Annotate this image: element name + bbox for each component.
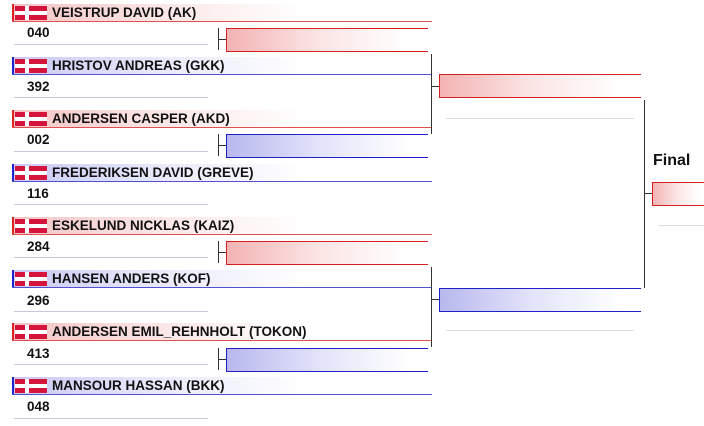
bracket-connector <box>431 54 432 134</box>
competitor-code: 040 <box>27 25 50 40</box>
competitor-code: 116 <box>27 186 49 201</box>
competitor-name: VEISTRUP DAVID (AK) <box>52 5 197 20</box>
competitor-name-bar[interactable]: MANSOUR HASSAN (BKK) <box>12 377 432 395</box>
match-result-box[interactable] <box>226 241 428 265</box>
bracket-connector <box>431 86 439 87</box>
denmark-flag-icon <box>15 325 47 339</box>
competitor-name: HRISTOV ANDREAS (GKK) <box>52 58 225 73</box>
competitor-code: 048 <box>27 399 50 414</box>
bracket-connector <box>431 299 439 300</box>
competitor-name: ESKELUND NICKLAS (KAIZ) <box>52 218 235 233</box>
match-result-box[interactable] <box>226 134 428 158</box>
divider <box>446 330 634 331</box>
match-result-box[interactable] <box>226 348 428 372</box>
denmark-flag-icon <box>15 166 47 180</box>
bracket-connector <box>218 252 226 253</box>
competitor-name-bar[interactable]: FREDERIKSEN DAVID (GREVE) <box>12 164 432 182</box>
bracket-connector <box>431 267 432 347</box>
semifinal-result-box[interactable] <box>439 288 641 312</box>
denmark-flag-icon <box>15 112 47 126</box>
denmark-flag-icon <box>15 219 47 233</box>
competitor-code: 413 <box>27 346 50 361</box>
bracket-connector <box>218 145 226 146</box>
competitor-code: 296 <box>27 293 50 308</box>
bracket-connector <box>644 193 652 194</box>
bracket-connector <box>644 100 645 288</box>
competitor-name: FREDERIKSEN DAVID (GREVE) <box>52 165 254 180</box>
divider <box>659 225 704 226</box>
competitor-name-bar[interactable]: ANDERSEN EMIL_REHNHOLT (TOKON) <box>12 323 432 341</box>
bracket-connector <box>218 39 226 40</box>
final-result-box[interactable] <box>652 182 704 206</box>
divider <box>14 204 208 205</box>
competitor-code: 002 <box>27 132 50 147</box>
competitor-code: 392 <box>27 79 50 94</box>
competitor-name: ANDERSEN CASPER (AKD) <box>52 111 230 126</box>
divider <box>14 44 208 45</box>
competitor-name: MANSOUR HASSAN (BKK) <box>52 378 225 393</box>
semifinal-result-box[interactable] <box>439 74 641 98</box>
divider <box>14 311 208 312</box>
divider <box>14 151 208 152</box>
competitor-name-bar[interactable]: ANDERSEN CASPER (AKD) <box>12 110 432 128</box>
round-label-final: Final <box>653 152 691 169</box>
competitor-name: HANSEN ANDERS (KOF) <box>52 271 211 286</box>
divider <box>14 97 208 98</box>
divider <box>14 418 208 419</box>
divider <box>446 118 634 119</box>
divider <box>14 257 208 258</box>
bracket-connector <box>218 359 226 360</box>
competitor-name-bar[interactable]: HRISTOV ANDREAS (GKK) <box>12 57 432 75</box>
competitor-name: ANDERSEN EMIL_REHNHOLT (TOKON) <box>52 324 307 339</box>
competitor-code: 284 <box>27 239 50 254</box>
competitor-name-bar[interactable]: ESKELUND NICKLAS (KAIZ) <box>12 217 432 235</box>
denmark-flag-icon <box>15 379 47 393</box>
competitor-name-bar[interactable]: HANSEN ANDERS (KOF) <box>12 270 432 288</box>
match-result-box[interactable] <box>226 28 428 52</box>
denmark-flag-icon <box>15 6 47 20</box>
denmark-flag-icon <box>15 59 47 73</box>
divider <box>14 364 208 365</box>
denmark-flag-icon <box>15 272 47 286</box>
competitor-name-bar[interactable]: VEISTRUP DAVID (AK) <box>12 4 432 22</box>
